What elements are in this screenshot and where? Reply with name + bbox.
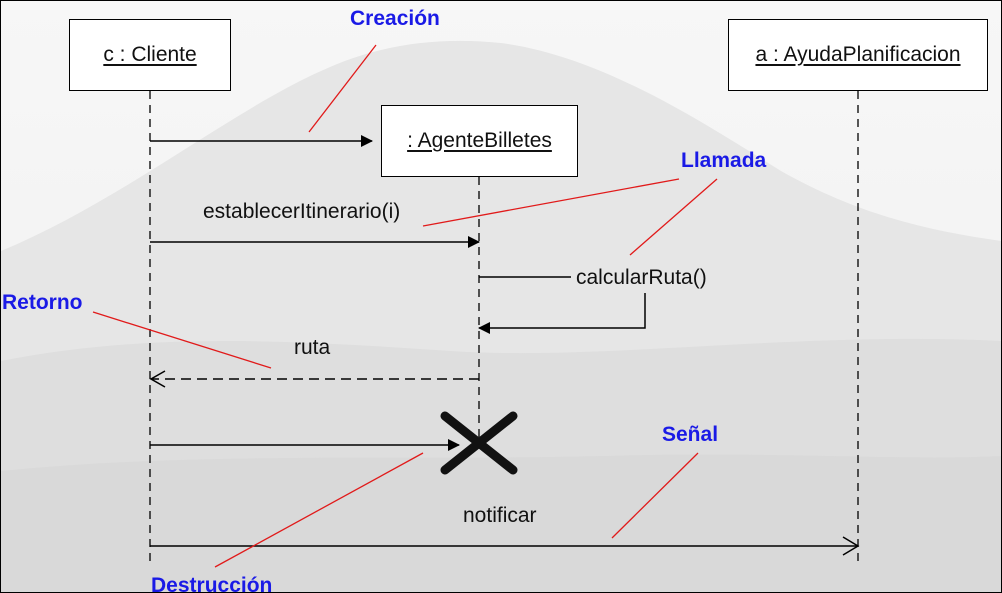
note-line-llamada-2 xyxy=(629,178,718,256)
message-label-ruta: ruta xyxy=(294,336,331,359)
message-label-establecer: establecerItinerario(i) xyxy=(203,200,401,223)
note-destruccion: Destrucción xyxy=(151,574,273,593)
message-label-notificar: notificar xyxy=(463,504,537,527)
self-call-return-path xyxy=(478,293,646,334)
note-line-retorno xyxy=(92,311,272,369)
note-senal: Señal xyxy=(662,423,719,446)
note-creacion: Creación xyxy=(350,7,440,30)
return-arrowhead xyxy=(149,370,166,388)
note-line-destruccion xyxy=(214,452,424,568)
destruction-x-icon xyxy=(440,411,518,475)
lifeline-label-ayuda: a : AyudaPlanificacion xyxy=(755,43,961,66)
note-line-senal xyxy=(611,452,699,539)
note-line-creacion xyxy=(308,44,377,133)
note-retorno: Retorno xyxy=(2,291,83,314)
lifeline-label-agente: : AgenteBilletes xyxy=(407,129,552,152)
lifeline-head-agente: : AgenteBilletes xyxy=(381,105,578,177)
message-label-calcular: calcularRuta() xyxy=(576,266,707,289)
lifeline-head-cliente: c : Cliente xyxy=(69,19,231,91)
note-llamada: Llamada xyxy=(681,149,767,172)
note-line-llamada-1 xyxy=(422,178,680,227)
signal-arrowhead xyxy=(842,536,860,556)
lifeline-label-cliente: c : Cliente xyxy=(103,43,197,66)
lifeline-head-ayuda: a : AyudaPlanificacion xyxy=(728,19,988,91)
